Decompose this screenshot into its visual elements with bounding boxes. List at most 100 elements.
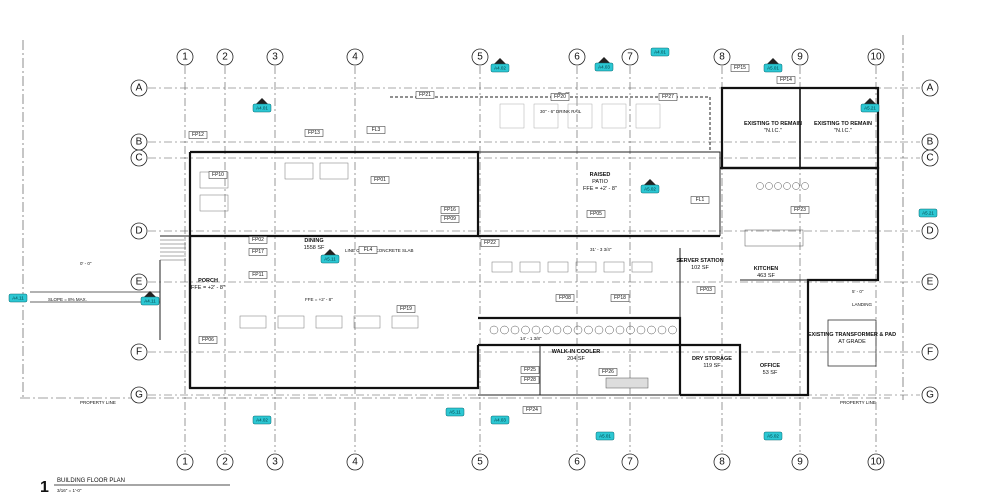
svg-text:4: 4: [352, 52, 358, 63]
svg-text:FL3: FL3: [372, 127, 381, 133]
grid-column-bubble: 10: [867, 453, 885, 471]
svg-text:FP06: FP06: [202, 337, 214, 343]
room-label: EXISTING TO REMAIN"N.I.C.": [744, 121, 802, 134]
property-lines: PROPERTY LINE PROPERTY LINE: [20, 35, 904, 405]
svg-text:EXISTING TO REMAIN: EXISTING TO REMAIN: [744, 121, 802, 127]
finish-tag: FP06: [198, 336, 218, 344]
svg-text:5: 5: [477, 457, 483, 468]
svg-text:PATIO: PATIO: [592, 179, 608, 185]
svg-text:FP24: FP24: [526, 407, 538, 413]
svg-text:A4.02: A4.02: [256, 418, 268, 423]
landing-note: LANDING: [852, 302, 873, 307]
dimension-2: 5' - 0": [852, 289, 864, 294]
finish-tag: FP22: [480, 239, 500, 247]
grid-row-bubble: C: [130, 149, 148, 167]
svg-text:A4.03: A4.03: [598, 65, 610, 70]
svg-text:FFE = +2' - 8": FFE = +2' - 8": [583, 186, 617, 192]
svg-text:FP01: FP01: [374, 177, 386, 183]
section-marker: A5.01: [595, 431, 615, 441]
finish-tag: FP28: [520, 376, 540, 384]
svg-text:FP14: FP14: [780, 77, 792, 83]
svg-text:FP23: FP23: [794, 207, 806, 213]
svg-text:A5.11: A5.11: [324, 257, 336, 262]
svg-text:SERVER STATION: SERVER STATION: [676, 258, 723, 264]
svg-text:A5.02: A5.02: [767, 434, 779, 439]
svg-text:"N.I.C.": "N.I.C.": [764, 128, 782, 134]
svg-text:FP21: FP21: [419, 92, 431, 98]
grid-column-bubble: 10: [867, 48, 885, 66]
finish-tag: FL1: [690, 196, 710, 204]
svg-text:FP17: FP17: [252, 249, 264, 255]
finish-tag: FP03: [696, 286, 716, 294]
ffe-dining-note: FFE = +2' - 8": [305, 297, 333, 302]
grid-column-bubble: 5: [471, 48, 489, 66]
svg-text:1: 1: [182, 52, 188, 63]
svg-text:10: 10: [870, 52, 882, 63]
section-marker: A4.11: [8, 293, 28, 303]
svg-text:5: 5: [477, 52, 483, 63]
grid-column-bubble: 8: [713, 48, 731, 66]
section-marker: A4.01: [252, 98, 272, 113]
svg-text:A5.01: A5.01: [767, 66, 779, 71]
section-marker: A4.01: [650, 47, 670, 57]
grid-column-bubble: 2: [216, 48, 234, 66]
building-walls: [159, 86, 880, 397]
title-block: 1 BUILDING FLOOR PLAN 3/16" = 1'-0": [40, 478, 230, 496]
svg-text:A4.01: A4.01: [654, 50, 666, 55]
svg-text:10: 10: [870, 457, 882, 468]
svg-text:2: 2: [222, 52, 228, 63]
section-marker: A5.02: [640, 179, 660, 194]
svg-text:C: C: [926, 153, 933, 164]
svg-text:463 SF: 463 SF: [757, 273, 775, 279]
grid-column-bubble: 5: [471, 453, 489, 471]
grid-row-bubble: E: [130, 273, 148, 291]
svg-text:FP19: FP19: [400, 306, 412, 312]
finish-tag: FP13: [304, 129, 324, 137]
svg-text:DRY STORAGE: DRY STORAGE: [692, 356, 732, 362]
svg-text:FFE = +2' - 8": FFE = +2' - 8": [191, 285, 225, 291]
section-marker: A5.02: [763, 431, 783, 441]
grid-column-bubble: 7: [621, 48, 639, 66]
svg-text:3: 3: [272, 52, 278, 63]
grid-column-bubble: 6: [568, 48, 586, 66]
finish-tag: FP15: [730, 64, 750, 72]
grid-row-bubble: F: [130, 343, 148, 361]
finish-tag: FP16: [440, 206, 460, 214]
section-marker: A5.11: [445, 407, 465, 417]
svg-text:WALK-IN COOLER: WALK-IN COOLER: [552, 349, 601, 355]
svg-text:A4.01: A4.01: [256, 106, 268, 111]
svg-text:9: 9: [797, 52, 803, 63]
svg-text:D: D: [135, 226, 142, 237]
svg-text:G: G: [926, 390, 934, 401]
svg-text:C: C: [135, 153, 142, 164]
svg-text:FL4: FL4: [364, 247, 373, 253]
svg-text:119 SF: 119 SF: [703, 363, 721, 369]
svg-text:PORCH: PORCH: [198, 278, 218, 284]
svg-text:7: 7: [627, 52, 633, 63]
grid-row-bubble: A: [921, 79, 939, 97]
annotations: 30" - 6" DRINK RAIL LINE OF NEW CONCRETE…: [48, 91, 873, 341]
svg-text:RAISED: RAISED: [590, 172, 611, 178]
svg-text:FP28: FP28: [524, 377, 536, 383]
svg-text:FP05: FP05: [590, 211, 602, 217]
svg-text:EXISTING TRANSFORMER & PAD: EXISTING TRANSFORMER & PAD: [808, 332, 896, 338]
finish-tag: FP21: [415, 91, 435, 99]
section-marker: A4.11: [140, 291, 160, 306]
section-marker: A4.02: [490, 58, 510, 73]
svg-text:FP09: FP09: [444, 216, 456, 222]
svg-text:F: F: [136, 347, 142, 358]
grid-column-bubble: 3: [266, 48, 284, 66]
svg-text:FP12: FP12: [192, 132, 204, 138]
svg-text:FP20: FP20: [554, 94, 566, 100]
section-marker: A5.11: [320, 249, 340, 264]
svg-text:A4.11: A4.11: [12, 296, 24, 301]
svg-text:AT GRADE: AT GRADE: [838, 339, 866, 345]
grid-row-bubble: C: [921, 149, 939, 167]
